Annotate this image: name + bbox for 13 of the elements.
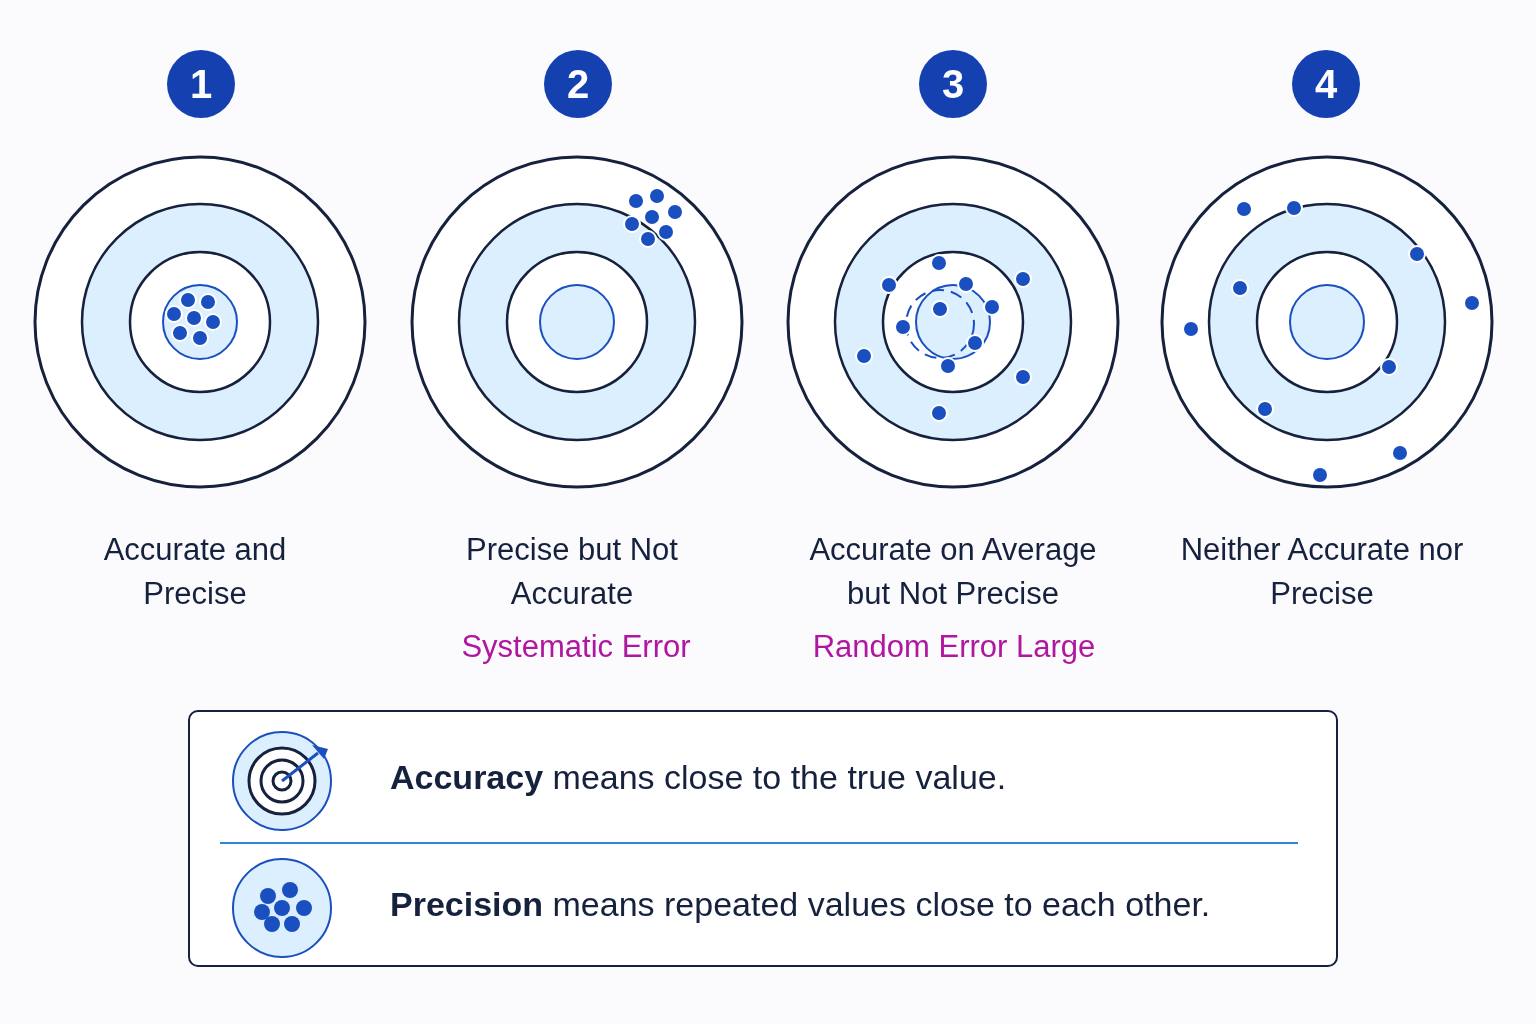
definition-panel [188, 710, 1338, 967]
target-caption: Precise but Not Accurate [465, 531, 679, 613]
error-note: Systematic Error [460, 628, 692, 666]
error-note: Random Error Large [811, 628, 1097, 666]
target-caption: Accurate and Precise [102, 531, 288, 613]
target-caption: Neither Accurate nor Precise [1179, 531, 1465, 613]
step-number-badge: 2 [544, 50, 612, 118]
step-number-badge: 1 [167, 50, 235, 118]
definition-text: Precision means repeated values close to each other. [390, 885, 1211, 924]
target-caption: Accurate on Average but Not Precise [808, 531, 1098, 613]
definition-text: Accuracy means close to the true value. [390, 758, 1007, 797]
step-number-badge: 3 [919, 50, 987, 118]
step-number-badge: 4 [1292, 50, 1360, 118]
